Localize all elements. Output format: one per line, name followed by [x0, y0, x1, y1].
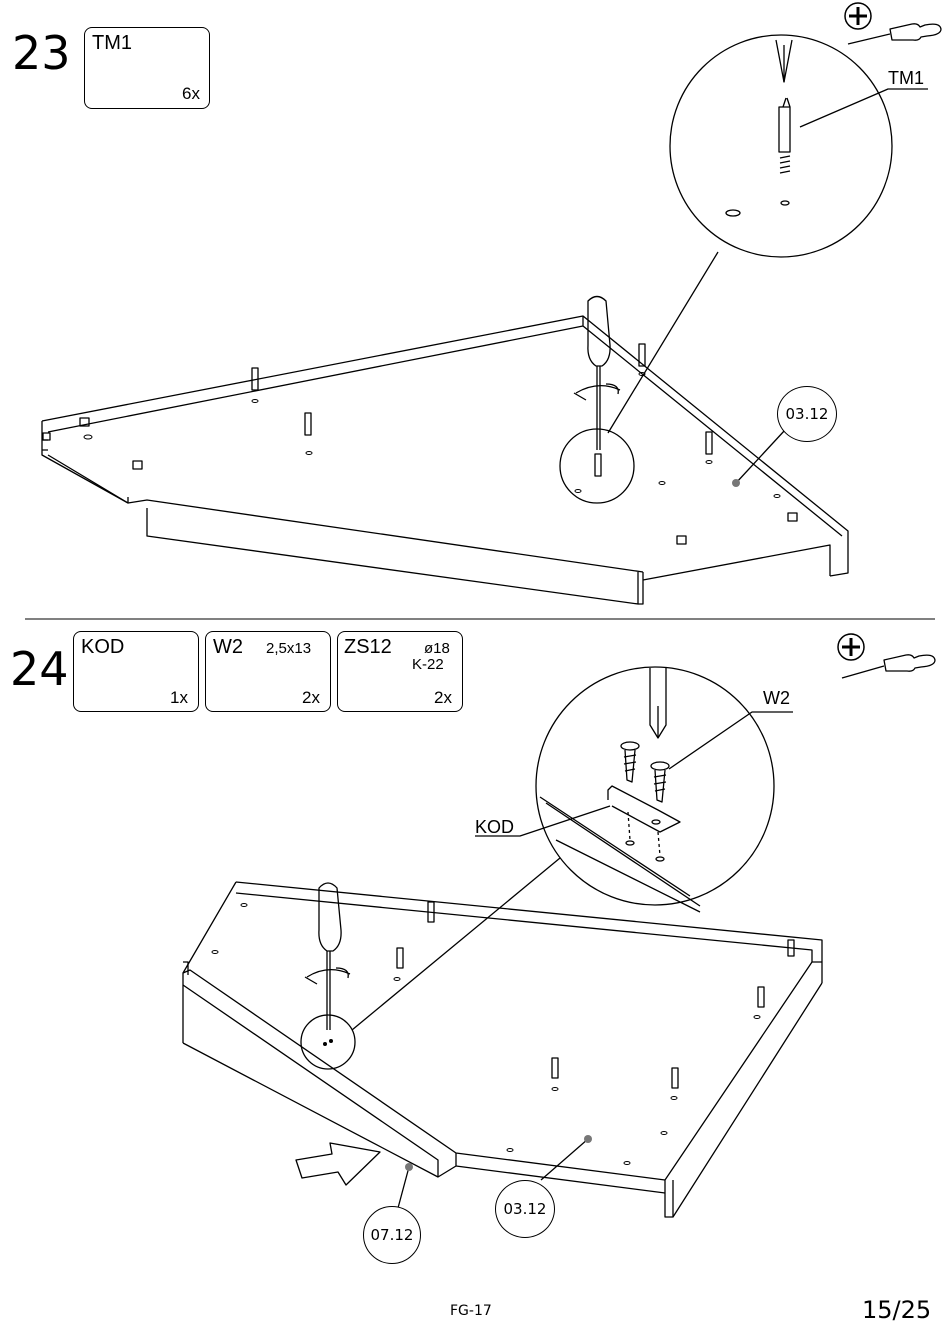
detail-label-kod: KOD — [475, 818, 514, 836]
detail-circle-24 — [536, 667, 774, 905]
part-qty: 2x — [434, 689, 452, 706]
page-number: 15/25 — [862, 1296, 931, 1324]
panel-24 — [183, 882, 822, 1217]
panel-23 — [42, 316, 848, 604]
detail-label-tm1: TM1 — [888, 69, 924, 87]
dowels-23 — [252, 344, 712, 476]
reference-bubble-0312: 03.12 — [495, 1180, 555, 1238]
screwdriver-23 — [574, 297, 620, 451]
part-code: KOD — [81, 637, 124, 657]
detail-23 — [726, 40, 928, 216]
holes-24 — [212, 904, 760, 1165]
part-code: TM1 — [92, 33, 132, 53]
phillips-plus-icon — [838, 634, 864, 660]
part-card-kod: KOD 1x — [73, 631, 199, 712]
part-code: ZS12 — [344, 637, 392, 657]
part-spec-secondary: K-22 — [412, 657, 444, 672]
cam-fittings-23 — [43, 418, 797, 544]
reference-bubble-0312: 03.12 — [777, 386, 837, 442]
part-card-zs12: ZS12 ø18 K-22 2x — [337, 631, 463, 712]
step-number-24: 24 — [10, 646, 69, 692]
part-code: W2 — [213, 637, 243, 657]
part-spec: 2,5x13 — [266, 641, 311, 656]
detail-24 — [475, 668, 793, 912]
part-spec: ø18 — [424, 641, 450, 656]
part-card-w2: W2 2,5x13 2x — [205, 631, 331, 712]
part-qty: 6x — [182, 85, 200, 102]
part-card-tm1: TM1 6x — [84, 27, 210, 109]
screwdriver-icon — [848, 24, 941, 44]
step-number-23: 23 — [12, 30, 71, 76]
reference-bubble-0712: 07.12 — [363, 1206, 421, 1264]
screwdriver-24 — [305, 883, 350, 1030]
part-qty: 1x — [170, 689, 188, 706]
document-code: FG-17 — [450, 1303, 492, 1319]
direction-arrow — [296, 1143, 380, 1185]
phillips-plus-icon — [845, 3, 871, 29]
part-qty: 2x — [302, 689, 320, 706]
detail-label-w2: W2 — [763, 689, 790, 707]
dowels-24 — [397, 902, 794, 1088]
